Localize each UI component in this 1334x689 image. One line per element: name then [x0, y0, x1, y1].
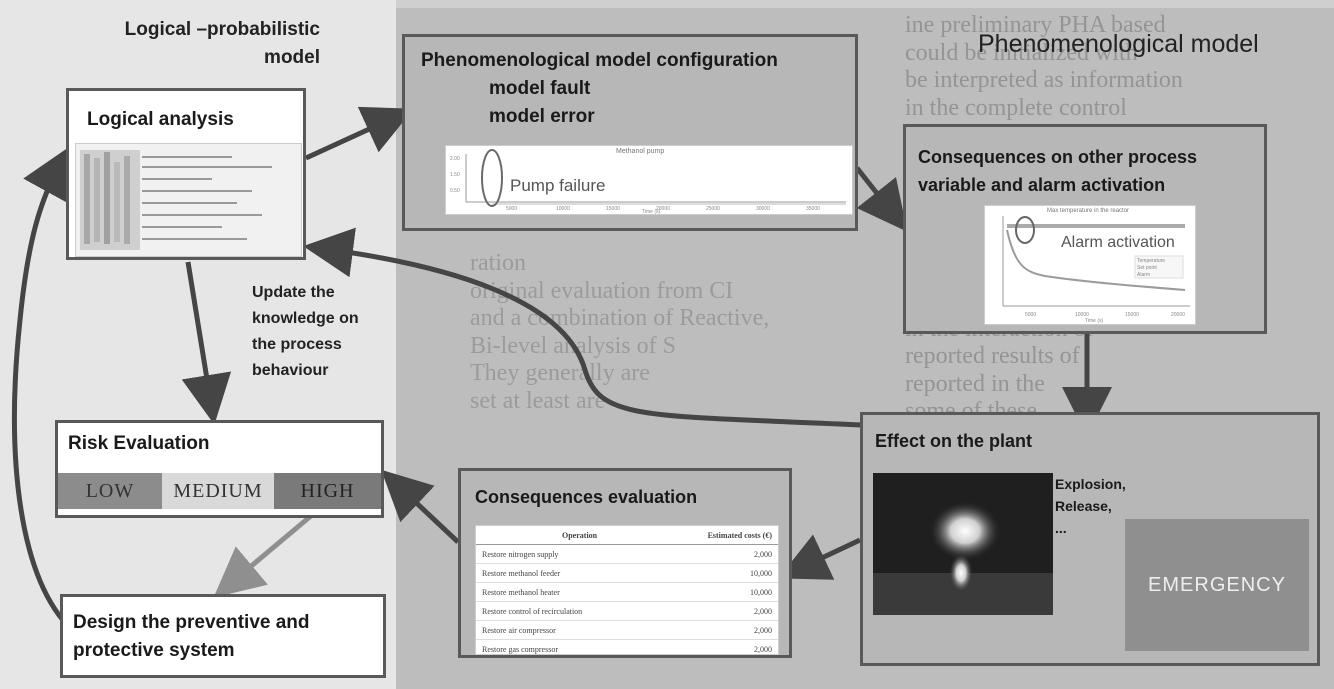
svg-text:35000: 35000	[806, 206, 820, 212]
phenomenological-model-title: Phenomenological model	[978, 30, 1259, 58]
fault-tree-thumbnail	[75, 143, 302, 257]
design-system-title: Design the preventive and protective sys…	[73, 612, 310, 661]
consequences-other-title: Consequences on other process variable a…	[918, 147, 1198, 195]
pump-chart-title: Methanol pump	[616, 148, 665, 155]
emergency-panel: EMERGENCY	[1125, 519, 1309, 651]
consequences-evaluation-box: Consequences evaluation Operation Estima…	[458, 468, 792, 658]
pump-failure-chart: Methanol pump Pump failure 2.00 1.50 0.50 …	[445, 145, 853, 215]
svg-text:25000: 25000	[706, 206, 720, 212]
arrow-risk-to-design	[213, 508, 320, 598]
phenomenological-config-title: Phenomenological model configuration mod…	[421, 50, 778, 127]
svg-text:30000: 30000	[756, 206, 770, 212]
svg-text:2.00: 2.00	[450, 156, 460, 162]
logical-analysis-title: Logical analysis	[87, 109, 234, 130]
svg-text:15000: 15000	[606, 206, 620, 212]
risk-evaluation-box: Risk Evaluation LOW MEDIUM HIGH	[55, 420, 384, 518]
effect-on-plant-box: Effect on the plant Explosion, Release, …	[860, 412, 1320, 666]
emergency-label: EMERGENCY	[1148, 573, 1286, 596]
pump-chart-annotation: Pump failure	[510, 176, 606, 195]
update-knowledge-label: Update the knowledge on the process beha…	[252, 284, 359, 379]
svg-text:Time (s): Time (s)	[1085, 318, 1103, 324]
svg-text:10000: 10000	[556, 206, 570, 212]
risk-evaluation-title: Risk Evaluation	[68, 433, 210, 454]
fault-tree-graphic	[80, 150, 272, 250]
svg-text:10000: 10000	[1075, 312, 1089, 318]
svg-text:0.50: 0.50	[450, 188, 460, 194]
consequences-evaluation-title: Consequences evaluation	[475, 487, 698, 507]
alarm-chart-annotation: Alarm activation	[1061, 234, 1175, 251]
arrow-logical-to-risk	[181, 261, 232, 425]
risk-high: HIGH	[274, 473, 381, 509]
background-text-middle: ration original evaluation from CI and a…	[470, 250, 770, 414]
arrow-config-to-consequences	[855, 166, 908, 232]
arrow-design-to-logical	[12, 146, 74, 632]
arrow-effect-to-consequences-eval	[778, 534, 862, 580]
risk-low: LOW	[58, 473, 162, 509]
cost-table-header: Operation Estimated costs (€)	[476, 526, 778, 545]
logical-probabilistic-label: Logical –probabilistic model	[124, 19, 320, 68]
cost-table: Operation Estimated costs (€) Restore ni…	[475, 525, 779, 655]
effect-description: Explosion, Release, ...	[1055, 476, 1126, 536]
alarm-chart-title: Max temperature in the reactor	[1047, 208, 1130, 214]
alarm-chart: Max temperature in the reactor 5000 10000…	[984, 205, 1196, 325]
risk-medium: MEDIUM	[162, 473, 274, 509]
arrow-effect-to-logical-feedback	[303, 227, 863, 428]
logical-analysis-box: Logical analysis	[66, 88, 306, 260]
alarm-chart-legend: Temperature Set point Alarm	[1137, 258, 1166, 278]
svg-text:20000: 20000	[656, 206, 670, 212]
svg-text:5000: 5000	[1025, 312, 1036, 318]
svg-text:Time (s): Time (s)	[642, 209, 660, 214]
svg-text:5000: 5000	[506, 206, 517, 212]
effect-on-plant-title: Effect on the plant	[875, 431, 1032, 451]
consequences-other-box: Consequences on other process variable a…	[903, 124, 1267, 334]
explosion-photo	[873, 473, 1053, 615]
arrow-consequences-eval-to-risk	[381, 469, 460, 544]
svg-text:20000: 20000	[1171, 312, 1185, 318]
svg-text:1.50: 1.50	[450, 172, 460, 178]
design-system-box: Design the preventive and protective sys…	[60, 594, 386, 678]
risk-scale: LOW MEDIUM HIGH	[58, 473, 381, 509]
phenomenological-config-box: Phenomenological model configuration mod…	[402, 34, 858, 231]
pump-chart-svg: 2.00 1.50 0.50 5000 10000 15000 20000 25000 30…	[450, 149, 846, 214]
svg-text:15000: 15000	[1125, 312, 1139, 318]
arrow-logical-to-config	[304, 106, 414, 161]
explosion-graphic	[873, 501, 1053, 615]
